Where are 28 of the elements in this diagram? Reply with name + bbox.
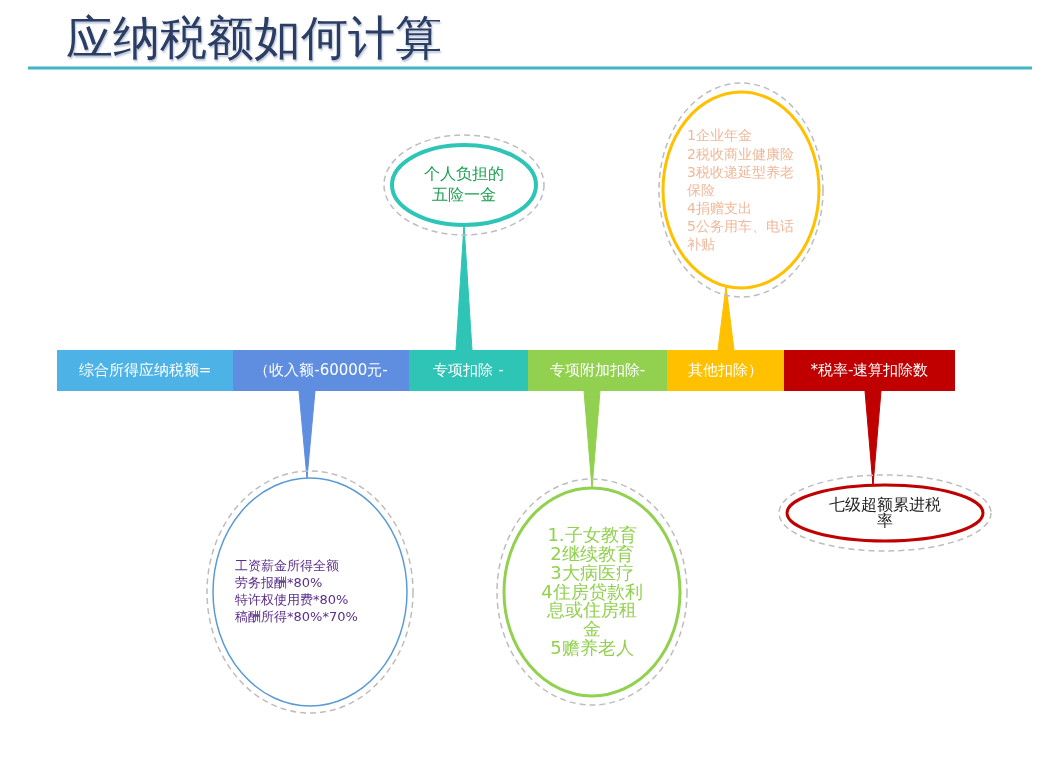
callout-text: 3税收递延型养老保险 [687,162,795,200]
title: 应纳税额如何计算 [66,10,442,66]
formula-segment: 其他扣除） [667,350,784,391]
callout-text: 稿酬所得*80%*70% [235,608,359,626]
callout-text: 4住房贷款利息或住房租金 [540,582,644,640]
formula-segment: 综合所得应纳税额= [57,350,233,391]
formula-segment: 专项附加扣除- [528,350,667,391]
callout-text: 2继续教育 [549,544,634,564]
formula-segment: *税率-速算扣除数 [784,350,955,391]
formula-segment: 专项扣除 - [409,350,528,391]
callout-text: 5公务用车、电话补贴 [687,217,795,254]
callout-text: 2税收商业健康险 [687,144,795,163]
callout-text: 3大病医疗 [549,563,634,583]
callout-text: 1企业年金 [687,126,753,145]
callout-text: 5赡养老人 [549,639,635,659]
callout-pointer [864,390,882,486]
callout-text: 特许权使用费*80% [235,592,350,609]
callout-text: 工资薪金所得全额 [235,558,340,576]
callout-pointer [583,390,601,489]
formula-segment: （收入额-60000元- [233,350,409,391]
callout-text: 劳务报酬*80% [235,575,324,592]
callout-text: 1.子女教育 [546,525,638,545]
callout-text: 个人负担的五险一金 [423,164,505,206]
callout-text: 七级超额累进税率 [828,497,942,529]
callout-pointer [298,390,316,479]
callout-text: 4捐赠支出 [687,199,753,218]
callout-pointer [717,285,735,351]
callout-pointer [455,224,473,351]
